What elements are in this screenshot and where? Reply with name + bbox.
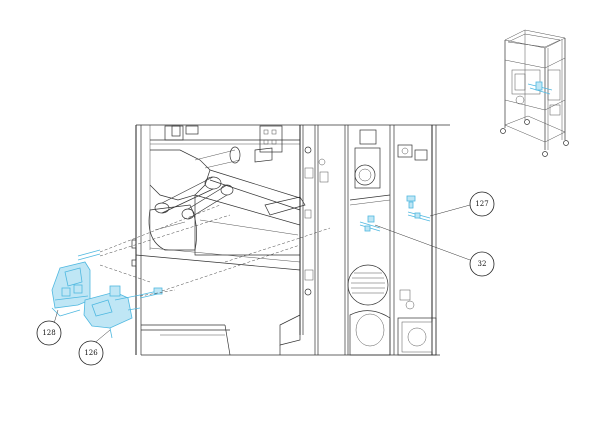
part-32-assembly	[359, 215, 381, 232]
machine-frame-detail	[131, 124, 450, 356]
part-128-bracket	[51, 249, 101, 317]
callout-127: 127	[469, 191, 495, 217]
callout-126: 126	[78, 340, 104, 366]
part-126-bracket	[83, 285, 163, 339]
svg-text:127: 127	[475, 200, 488, 208]
svg-text:32: 32	[478, 260, 487, 268]
assembly-guide-lines	[99, 204, 331, 297]
svg-text:126: 126	[84, 349, 98, 357]
callout-128: 128	[36, 320, 62, 346]
part-127-assembly	[406, 195, 431, 222]
svg-text:128: 128	[42, 329, 55, 337]
callout-32: 32	[469, 251, 495, 277]
assembly-overview-thumbnail	[500, 29, 569, 157]
